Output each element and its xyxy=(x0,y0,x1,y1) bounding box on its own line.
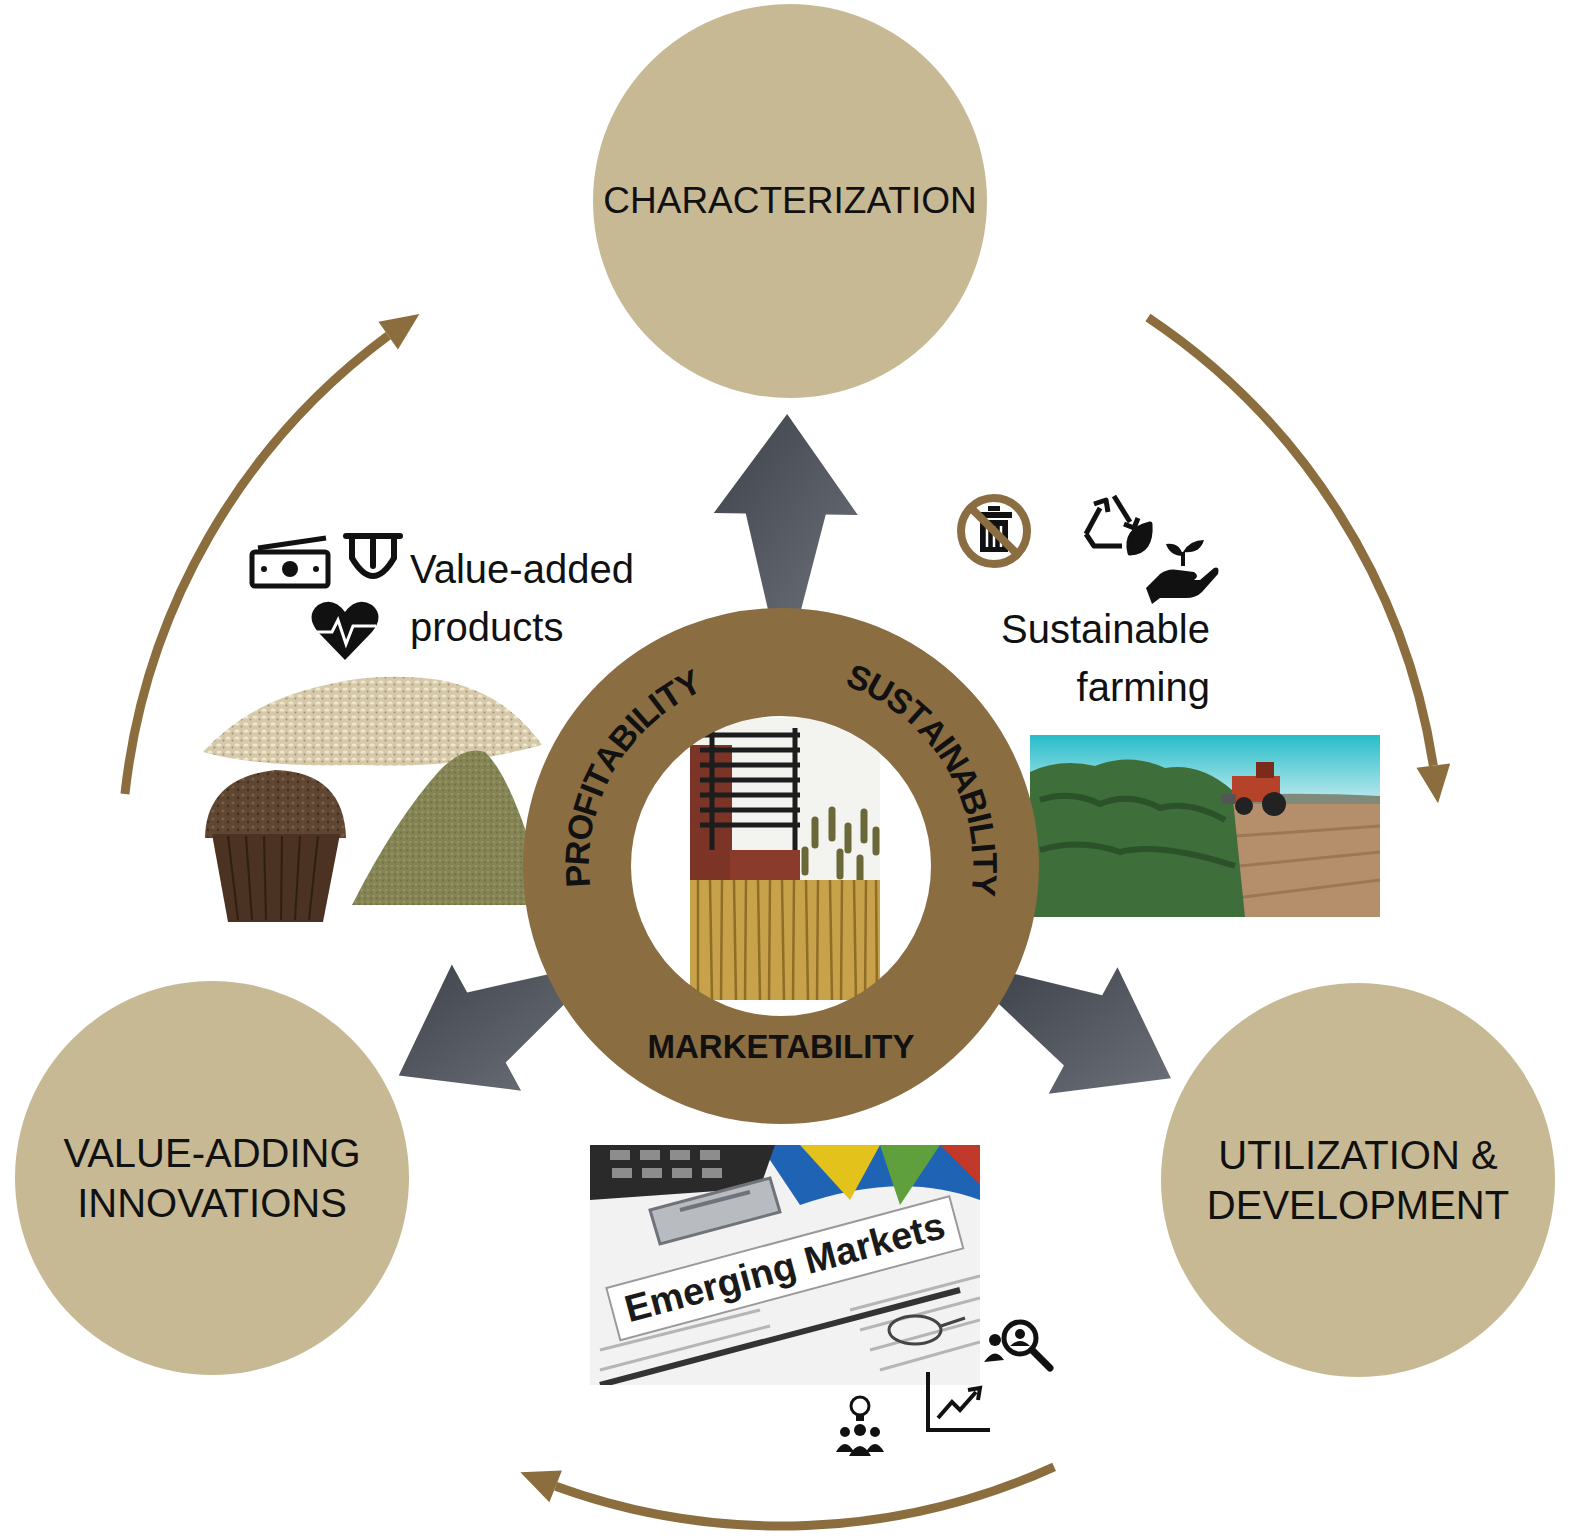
recycle-icon xyxy=(1086,496,1150,553)
banner-label: Emerging Markets xyxy=(605,1195,965,1341)
growth-chart-icon xyxy=(928,1372,990,1430)
money-icon xyxy=(252,538,328,586)
circle-text-wrap: VALUE-ADDING INNOVATIONS xyxy=(32,1128,392,1228)
team-idea-icon xyxy=(836,1397,884,1456)
circle-text-wrap: UTILIZATION & DEVELOPMENT xyxy=(1188,1130,1528,1230)
circle-fill xyxy=(15,981,409,1375)
circle-text-wrap: CHARACTERIZATION xyxy=(603,178,976,224)
core-ring: PROFITABILITYSUSTAINABILITYMARKETABILITY xyxy=(523,608,1039,1124)
cycle-arc xyxy=(556,1467,1054,1526)
ring-letter: P xyxy=(560,864,595,888)
hub-arrow xyxy=(714,414,858,620)
block-arrow xyxy=(399,964,572,1090)
circle-shape xyxy=(15,981,409,1375)
circle-fill xyxy=(593,4,987,398)
ring-letter: T xyxy=(968,853,1002,874)
caption-label: Sustainable farming xyxy=(930,600,1210,716)
circle-fill xyxy=(1161,983,1555,1377)
arrow-head xyxy=(378,314,419,350)
ring-text: MARKETABILITY xyxy=(523,1030,1039,1063)
harvester-photo xyxy=(690,718,880,1000)
cycle-arrow xyxy=(125,314,419,794)
ring-letter: Y xyxy=(966,872,1002,898)
no-waste-icon xyxy=(961,498,1027,564)
tongue-icon xyxy=(346,536,400,576)
food-products-picture xyxy=(203,677,548,922)
circle-shape xyxy=(1161,983,1555,1377)
ring-band xyxy=(577,662,985,1070)
cycle-arrow xyxy=(520,1467,1054,1526)
hub-arrow xyxy=(399,964,572,1090)
heart-icon xyxy=(312,602,379,660)
block-arrow xyxy=(714,414,858,620)
field-photo xyxy=(1030,735,1380,917)
arrow-head xyxy=(520,1471,562,1503)
stage-circle: UTILIZATION & DEVELOPMENT xyxy=(1161,983,1555,1377)
circle-label: CHARACTERIZATION xyxy=(603,178,976,224)
cycle-arc xyxy=(125,336,388,794)
ring-outline xyxy=(523,608,1039,1124)
circle-label: UTILIZATION & DEVELOPMENT xyxy=(1188,1130,1528,1230)
ring-letter: I xyxy=(967,842,1002,854)
hub-arrow xyxy=(990,967,1171,1093)
ring-letter: R xyxy=(560,839,596,866)
circle-label: VALUE-ADDING INNOVATIONS xyxy=(32,1128,392,1228)
block-arrow xyxy=(990,967,1171,1093)
markets-picture xyxy=(590,1145,980,1385)
search-people-icon xyxy=(984,1322,1050,1368)
caption-label: Value-added products xyxy=(410,540,710,656)
hand-plant-icon xyxy=(1146,540,1219,604)
arrow-head xyxy=(1416,764,1450,804)
cycle-arrow xyxy=(1148,317,1450,803)
stage-circle: CHARACTERIZATION xyxy=(593,4,987,398)
stage-circle: VALUE-ADDING INNOVATIONS xyxy=(15,981,409,1375)
